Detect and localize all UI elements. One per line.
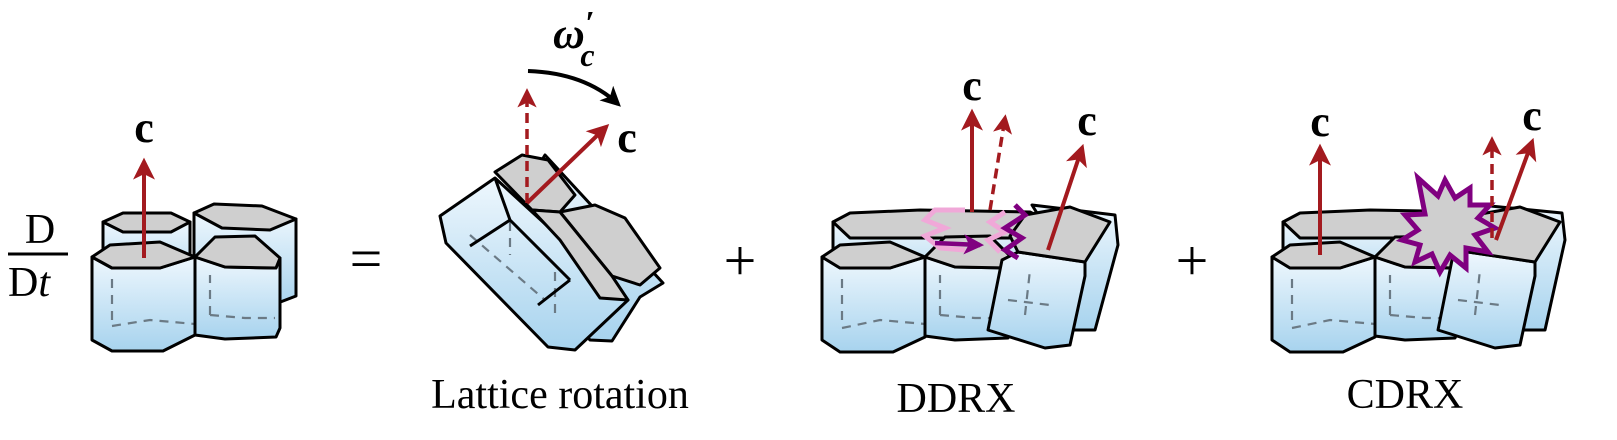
rotation-rate-symbol: ω′c: [553, 5, 595, 73]
migration-path-light: [983, 209, 1011, 254]
ddrx-term: c c DDRX: [820, 61, 1120, 422]
plus-sign: +: [1176, 228, 1209, 293]
hexagonal-crystal-icon: [986, 205, 1112, 350]
omega-prime: ′: [585, 5, 595, 42]
c-axis-label: c: [1310, 97, 1330, 146]
hexagonal-crystal-icon: [193, 234, 282, 341]
c-axis-label: c: [962, 61, 982, 110]
derivative-numerator: D: [25, 207, 55, 253]
hexagonal-crystal-icon: [530, 208, 630, 302]
tilted-crystal-cluster: [438, 153, 665, 352]
term-caption: CDRX: [1347, 372, 1464, 418]
migration-path: [1000, 203, 1029, 261]
omega-subscript: c: [580, 37, 594, 73]
c-axis-dashed-arrow: [988, 114, 1013, 211]
equals-sign: =: [350, 226, 383, 291]
nucleation-burst-icon: [1395, 171, 1501, 278]
material-derivative: D Dt: [8, 207, 68, 306]
cdrx-term: c c CDRX: [1270, 91, 1567, 418]
plus-sign: +: [724, 228, 757, 293]
rotation-arrow-icon: [527, 69, 621, 107]
hexagonal-crystal-icon: [90, 240, 197, 353]
migration-path-light: [920, 207, 966, 253]
denominator-t: t: [38, 260, 51, 306]
term-caption: Lattice rotation: [431, 372, 689, 418]
hexagonal-crystal-icon: [820, 240, 927, 354]
c-axis-arrow-icon: [1494, 137, 1537, 241]
term-caption: DDRX: [896, 376, 1015, 422]
lattice-rotation-term: c ω′c Lattice rotation: [431, 5, 689, 418]
crystal-cluster: [820, 203, 1120, 354]
c-axis-label: c: [617, 113, 637, 162]
c-axis-label: c: [1522, 91, 1542, 140]
c-axis-arrow-icon: [525, 123, 610, 205]
c-axis-arrow-icon: [1046, 143, 1087, 251]
c-axis-label: c: [1077, 96, 1097, 145]
hexagonal-crystal-icon: [438, 176, 630, 352]
c-axis-label: c: [134, 103, 154, 152]
migration-arrow-icon: [934, 234, 985, 255]
omega-symbol: ω: [553, 9, 585, 58]
hexagonal-crystal-icon: [1270, 240, 1377, 354]
crystal-cluster-initial: c: [90, 103, 298, 353]
derivative-denominator: Dt: [8, 260, 51, 306]
denominator-d: D: [8, 260, 38, 306]
